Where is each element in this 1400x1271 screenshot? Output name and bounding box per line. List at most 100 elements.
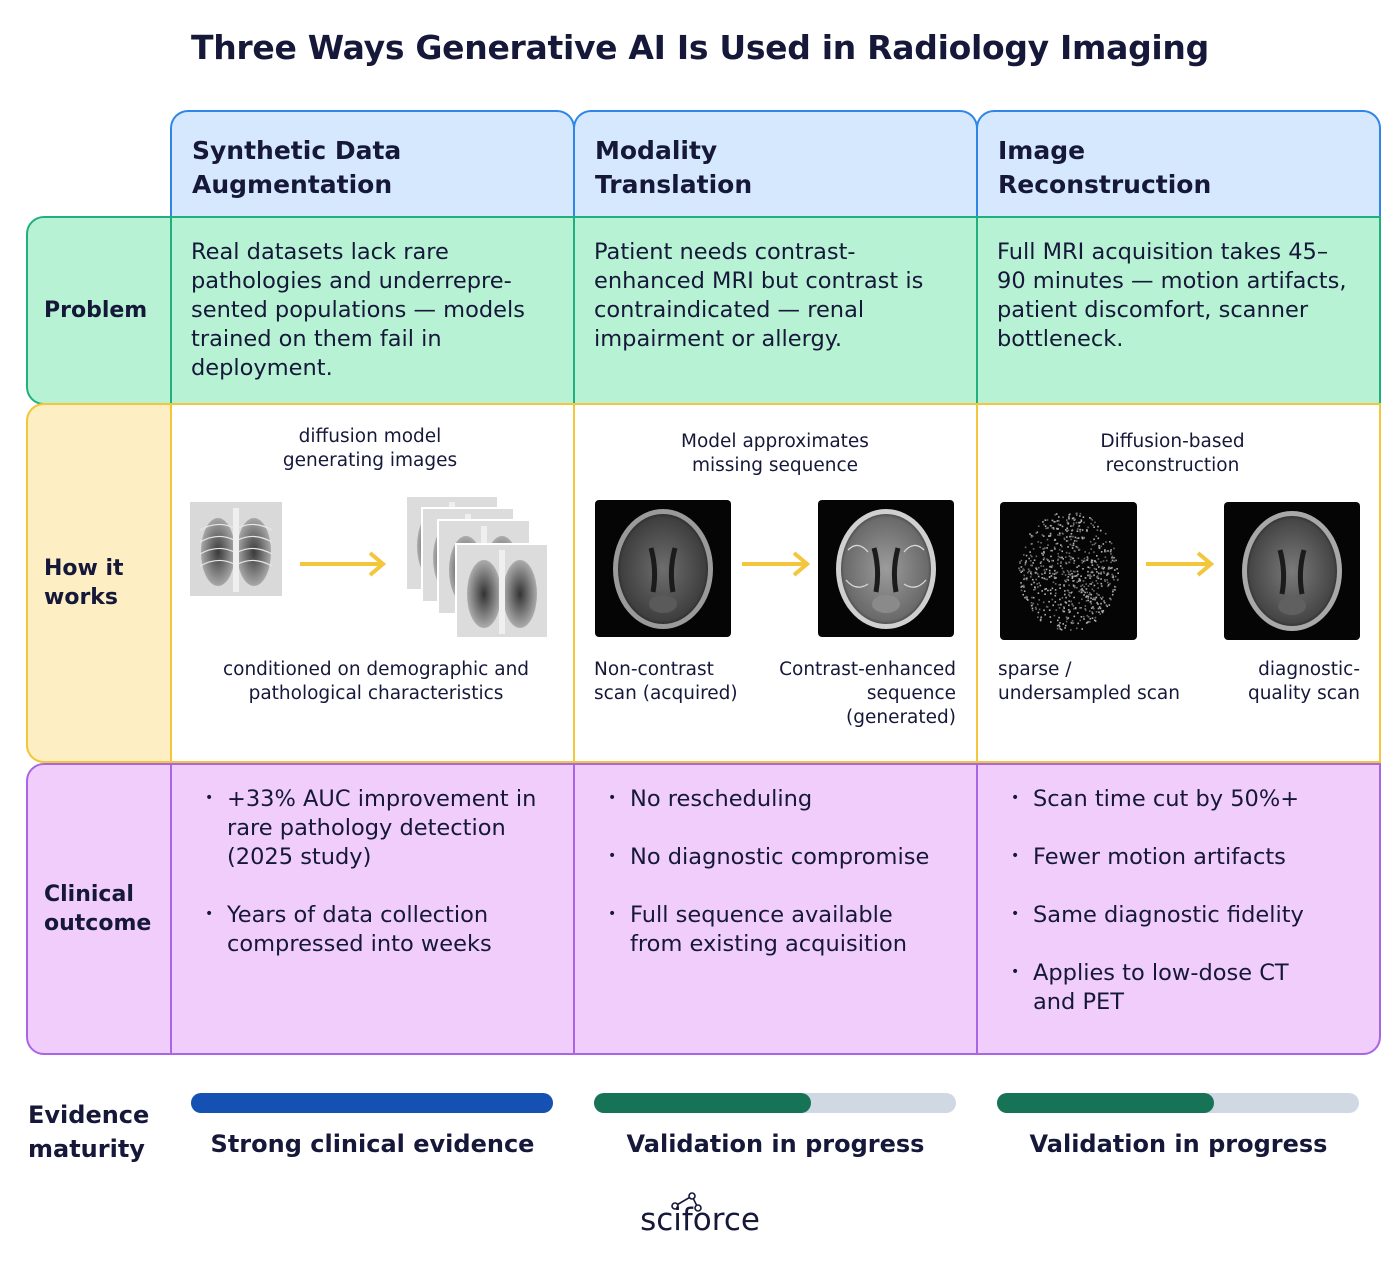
noise-speck [1060,562,1062,564]
noise-speck [1066,569,1069,572]
noise-speck [1058,625,1061,628]
noise-speck [1061,532,1064,535]
outcome-line: Years of data collection [227,902,489,928]
noise-speck [1079,607,1081,609]
noise-speck [1090,602,1093,605]
noise-speck [1056,520,1059,522]
noise-speck [1061,556,1063,559]
noise-speck [1072,580,1074,582]
divider [573,216,575,405]
problem-line: Patient needs contrast- [594,239,856,265]
row-label-line: outcome [44,911,152,936]
outcome-line: compressed into weeks [227,931,492,957]
noise-speck [1071,544,1074,547]
noise-speck [1096,529,1099,531]
noise-speck [1044,613,1046,616]
noise-speck [1111,593,1114,596]
noise-speck [1063,584,1065,586]
noise-speck [1097,594,1099,596]
noise-speck [1031,555,1033,558]
noise-speck [1068,555,1071,558]
noise-speck [1057,558,1060,561]
noise-speck [1100,561,1102,563]
noise-speck [1098,594,1100,596]
problem-line: trained on them fail in [191,326,442,352]
noise-speck [1061,573,1064,575]
noise-speck [1058,607,1061,609]
noise-speck [1077,622,1079,625]
noise-speck [1080,607,1082,609]
caption-line: missing sequence [691,455,859,476]
noise-speck [1061,545,1063,548]
problem-line: sented populations — models [191,297,525,323]
noise-speck [1038,599,1040,601]
noise-speck [1074,550,1076,553]
noise-speck [1063,537,1066,540]
noise-speck [1025,560,1027,562]
noise-speck [1091,543,1094,546]
noise-speck [1029,551,1031,553]
noise-speck [1084,609,1087,611]
caption-line: quality scan [1247,683,1360,704]
noise-speck [1109,541,1111,543]
noise-speck [1086,621,1089,624]
noise-speck [1098,566,1100,568]
noise-speck [1060,561,1062,563]
caption-diagnostic-quality-scan: diagnostic-quality scan [1200,658,1360,706]
noise-speck [1108,604,1111,606]
noise-speck [1087,526,1089,529]
noise-speck [1064,556,1067,558]
caption-line: sparse / [998,659,1072,680]
noise-speck [1097,525,1099,528]
noise-speck [1046,558,1048,560]
noise-speck [1058,616,1060,619]
noise-speck [1110,542,1113,545]
noise-speck [1079,521,1082,524]
noise-speck [1114,589,1116,591]
noise-speck [1086,530,1088,532]
noise-speck [1049,532,1052,535]
noise-speck [1084,605,1087,607]
noise-speck [1083,590,1085,593]
noise-speck [1075,575,1078,577]
noise-speck [1056,542,1059,545]
noise-speck [1030,560,1032,562]
noise-speck [1061,597,1064,599]
noise-speck [1075,545,1078,548]
noise-speck [1032,535,1034,537]
noise-speck [1098,572,1100,575]
noise-speck [1058,624,1060,626]
noise-speck [1037,592,1040,594]
caption-sparse-scan: sparse /undersampled scan [998,658,1208,706]
noise-speck [1085,588,1088,590]
noise-speck [1032,562,1034,564]
noise-speck [1072,544,1075,547]
arrow-right-icon [300,551,386,577]
noise-speck [1106,605,1108,608]
noise-speck [1074,586,1076,589]
noise-speck [1071,572,1073,575]
noise-speck [1061,567,1064,570]
noise-speck [1086,529,1088,531]
noise-speck [1045,588,1047,590]
noise-speck [1061,525,1064,528]
noise-speck [1066,536,1068,538]
noise-speck [1065,602,1068,604]
noise-speck [1102,610,1105,612]
noise-speck [1062,623,1064,625]
column-header-line: Reconstruction [998,170,1212,199]
caption-line: pathological characteristics [248,683,504,704]
noise-speck [1059,628,1062,630]
noise-speck [1081,584,1084,586]
noise-speck [1114,586,1117,588]
noise-speck [1076,627,1078,630]
noise-speck [1057,619,1059,622]
noise-speck [1064,601,1067,603]
noise-speck [1087,557,1089,560]
noise-speck [1094,598,1096,601]
